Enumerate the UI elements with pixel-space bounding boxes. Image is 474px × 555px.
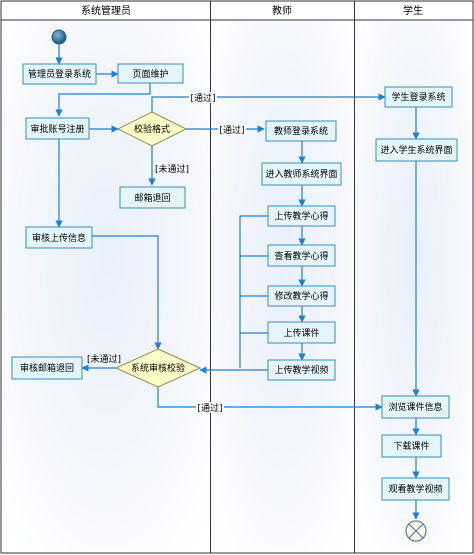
node-download-courseware: [381, 434, 442, 458]
edge-bus-left: [239, 215, 268, 368]
label-approve-reg: 审批账号注册: [30, 123, 84, 135]
node-labels: 管理员登录系统 页面维护 审批账号注册 校验格式 邮箱退回 审核上传信息 系统审…: [20, 68, 453, 495]
node-review-upload: [25, 226, 93, 249]
label-review-email-return: 审核邮箱退回: [20, 362, 74, 374]
node-page-maint: [117, 63, 184, 84]
label-upload-exp: 上传教学心得: [274, 210, 328, 222]
label-student-login: 学生登录系统: [391, 91, 445, 103]
guard-pass-low: [通过]: [197, 402, 222, 414]
guard-bg-pass-mid: [218, 124, 246, 135]
label-upload-courseware: 上传课件: [283, 327, 319, 339]
node-review-email-return: [11, 356, 83, 380]
node-approve-reg: [25, 117, 90, 140]
label-upload-video: 上传教学视频: [274, 364, 328, 376]
label-check-format: 校验格式: [134, 123, 170, 135]
node-email-return: [119, 186, 186, 209]
lane-admin-body: [2, 20, 210, 552]
decision-check-format: [116, 111, 188, 147]
node-watch-video: [381, 477, 450, 501]
node-browse-courseware: [381, 395, 450, 419]
node-upload-courseware: [267, 321, 336, 344]
node-upload-exp: [267, 205, 336, 227]
label-review-upload: 审核上传信息: [32, 232, 86, 244]
lane-title-admin: 系统管理员: [81, 4, 131, 17]
label-edit-exp: 修改教学心得: [274, 290, 328, 302]
edge-pagemaint-approve: [55, 83, 151, 117]
node-view-exp: [267, 244, 336, 267]
label-admin-login: 管理员登录系统: [28, 68, 91, 80]
guard-fail-mid: [未通过]: [155, 163, 189, 175]
lane-title-student: 学生: [403, 4, 423, 17]
label-email-return: 邮箱退回: [134, 192, 170, 204]
node-teacher-ui: [261, 162, 342, 186]
node-student-ui: [375, 138, 458, 162]
activity-nodes: [11, 63, 458, 501]
guard-fail-low: [未通过]: [87, 353, 121, 365]
lane-student-body: [355, 20, 472, 552]
label-student-ui: 进入学生系统界面: [380, 144, 452, 156]
label-watch-video: 观看教学视频: [388, 483, 442, 495]
edge-reviewupload-sysreview: [92, 235, 162, 350]
node-student-login: [384, 86, 453, 108]
lane-title-teacher: 教师: [272, 4, 292, 17]
guard-labels: [通过] [通过] [未通过] [未通过] [通过]: [87, 92, 246, 414]
label-page-maint: 页面维护: [132, 68, 168, 80]
connectors: [55, 44, 420, 520]
end-node-icon: [405, 520, 427, 542]
label-teacher-login: 教师登录系统: [274, 125, 328, 137]
decision-sys-review: [114, 348, 202, 388]
start-node-icon: [51, 29, 67, 45]
node-edit-exp: [267, 285, 336, 307]
node-teacher-login: [265, 120, 337, 142]
node-admin-login: [22, 63, 97, 85]
guard-bg-pass-low: [196, 402, 224, 413]
edge-check-studentlogin: [151, 93, 386, 113]
node-upload-video: [267, 359, 336, 381]
label-browse-courseware: 浏览课件信息: [388, 401, 442, 413]
guard-bg-pass-top: [189, 92, 217, 103]
guard-pass-mid: [通过]: [219, 124, 244, 136]
label-view-exp: 查看教学心得: [274, 250, 328, 262]
edge-sysreview-browse: [157, 387, 383, 411]
guard-pass-top: [通过]: [190, 92, 215, 104]
label-teacher-ui: 进入教师系统界面: [265, 168, 337, 180]
label-download-courseware: 下载课件: [393, 440, 429, 452]
label-sys-review: 系统审核校验: [131, 362, 185, 374]
